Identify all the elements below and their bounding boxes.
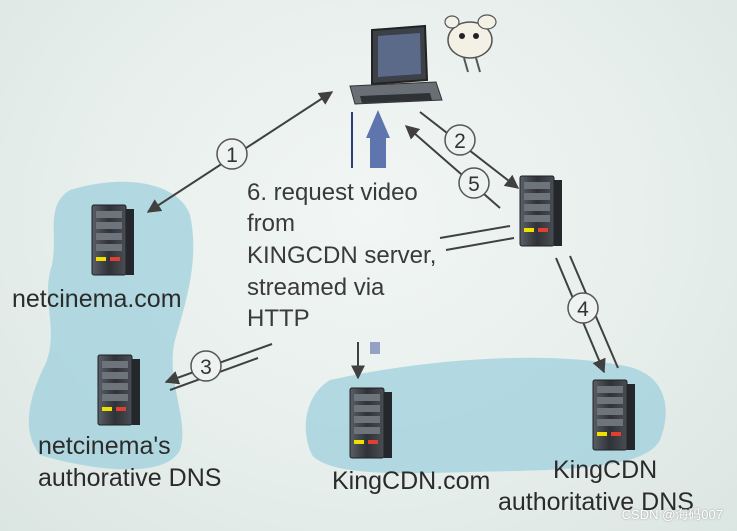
mascot-icon — [444, 14, 497, 73]
kingcdn-dns-redirect-server-icon — [519, 175, 563, 247]
step-5-label: 5 — [468, 173, 480, 196]
netcinema-dns-server-icon — [97, 354, 141, 426]
netcinema-region — [28, 181, 194, 470]
step-6-message-line-1: 6. request video — [247, 179, 418, 206]
video-stream-arrow — [351, 110, 390, 380]
step-1-badge: 1 — [216, 138, 248, 170]
step-5-badge: 5 — [458, 167, 490, 199]
kingcdn-server-icon — [349, 387, 393, 459]
watermark: CSDN @海码007 — [621, 507, 723, 522]
kingcdn-authoritative-dns-server-icon — [592, 379, 636, 451]
link-to-kingcdn-dns — [439, 225, 511, 239]
netcinema-label: netcinema.com — [12, 285, 182, 313]
step-4-badge: 4 — [567, 292, 599, 324]
kingcdn-dns-label-line-1: KingCDN — [553, 456, 658, 484]
kingcdn-label: KingCDN.com — [332, 467, 491, 495]
step-6-message-line-2: from — [247, 210, 295, 237]
step-6-message-line-4: streamed via — [247, 274, 385, 301]
step-1-label: 1 — [226, 144, 238, 167]
netcinema-dns-label-line-2: authorative DNS — [38, 464, 222, 492]
step-3-badge: 3 — [190, 350, 222, 382]
step-2-badge: 2 — [444, 124, 476, 156]
netcinema-server-icon — [91, 204, 135, 276]
step-6-message-line-3: KINGCDN server, — [247, 242, 437, 269]
step-3-label: 3 — [200, 356, 212, 379]
step-6-message-line-5: HTTP — [247, 305, 310, 332]
kingcdn-region — [305, 357, 666, 474]
client-computer-icon — [349, 24, 443, 105]
step-2-label: 2 — [454, 130, 466, 153]
step-4-label: 4 — [577, 298, 589, 321]
link-to-kingcdn-dns-2 — [445, 237, 515, 251]
kingcdn-dns-label-line-2: authoritative DNS — [498, 488, 694, 516]
netcinema-dns-label-line-1: netcinema's — [38, 432, 171, 460]
